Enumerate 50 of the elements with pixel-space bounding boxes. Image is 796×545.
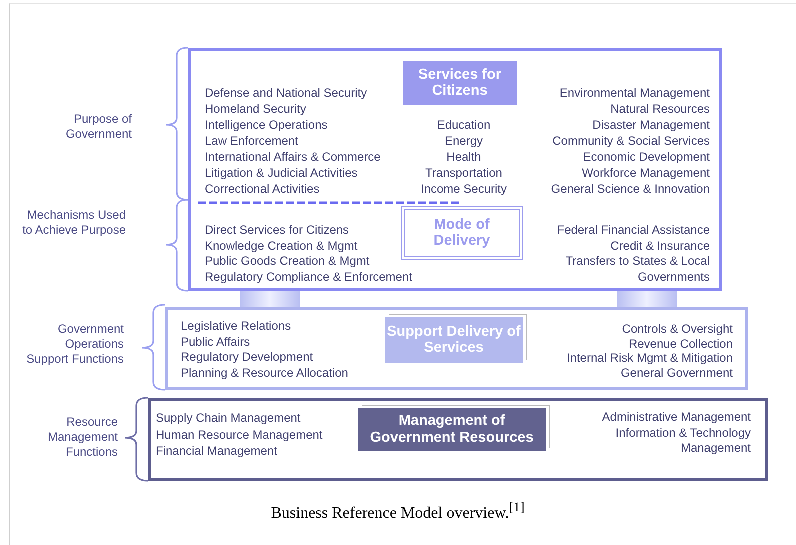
list-item: Financial Management xyxy=(156,443,278,460)
list-item: Litigation & Judicial Activities xyxy=(205,165,358,181)
heading-box: Management of Government Resources xyxy=(358,408,546,451)
list-item: Controls & Oversight xyxy=(622,322,733,336)
bracket-label: Mechanisms Used to Achieve Purpose xyxy=(22,208,126,238)
list-item: Public Affairs xyxy=(181,334,250,350)
list-item: Disaster Management xyxy=(592,117,710,133)
list-item: Administrative Management xyxy=(602,410,751,426)
list-item: Public Goods Creation & Mgmt xyxy=(205,254,370,270)
list-item: Defense and National Security xyxy=(205,85,368,101)
layer-panel xyxy=(188,48,722,291)
list-item: Workforce Management xyxy=(582,165,710,181)
list-item: Human Resource Management xyxy=(156,426,323,443)
list-item: Environmental Management xyxy=(560,85,710,101)
bracket-label: Government Operations Support Functions xyxy=(26,322,124,367)
list-item: General Science & Innovation xyxy=(551,181,710,197)
list-item: Information & Technology Management xyxy=(614,426,751,456)
bracket-label: Purpose of Government xyxy=(64,112,132,142)
bracket-label: Resource Management Functions xyxy=(46,415,118,460)
layer-panel xyxy=(165,307,748,390)
list-item: Community & Social Services xyxy=(552,133,710,149)
list-item: Health xyxy=(446,149,482,165)
list-item: Correctional Activities xyxy=(205,181,320,197)
heading-box: Mode of Delivery xyxy=(401,206,523,260)
list-item: Natural Resources xyxy=(610,101,710,117)
list-item: Economic Development xyxy=(583,149,710,165)
list-item: Transfers to States & Local Governments xyxy=(564,254,710,285)
list-item: Planning & Resource Allocation xyxy=(181,366,348,381)
list-item: Legislative Relations xyxy=(181,319,292,334)
heading-box: Support Delivery of Services xyxy=(385,317,523,363)
list-item: Intelligence Operations xyxy=(205,117,328,133)
heading-box: Services for Citizens xyxy=(403,61,517,105)
list-item: Direct Services for Citizens xyxy=(205,223,350,238)
list-item: General Government xyxy=(620,366,733,380)
list-item: Federal Financial Assistance xyxy=(557,223,710,238)
list-item: International Affairs & Commerce xyxy=(205,149,381,165)
list-item: Transportation xyxy=(426,165,502,181)
list-item: Regulatory Development xyxy=(181,350,314,366)
layer-panel xyxy=(148,398,768,481)
list-item: Regulatory Compliance & Enforcement xyxy=(205,270,412,285)
list-item: Energy xyxy=(444,133,484,149)
list-item: Revenue Collection xyxy=(628,336,733,351)
list-item: Education xyxy=(437,117,491,133)
list-item: Supply Chain Management xyxy=(156,410,301,426)
list-item: Credit & Insurance xyxy=(610,238,710,254)
list-item: Internal Risk Mgmt & Mitigation xyxy=(566,351,733,366)
list-item: Income Security xyxy=(420,181,508,197)
list-item: Homeland Security xyxy=(205,101,306,117)
list-item: Law Enforcement xyxy=(205,133,298,149)
list-item: Knowledge Creation & Mgmt xyxy=(205,238,358,254)
